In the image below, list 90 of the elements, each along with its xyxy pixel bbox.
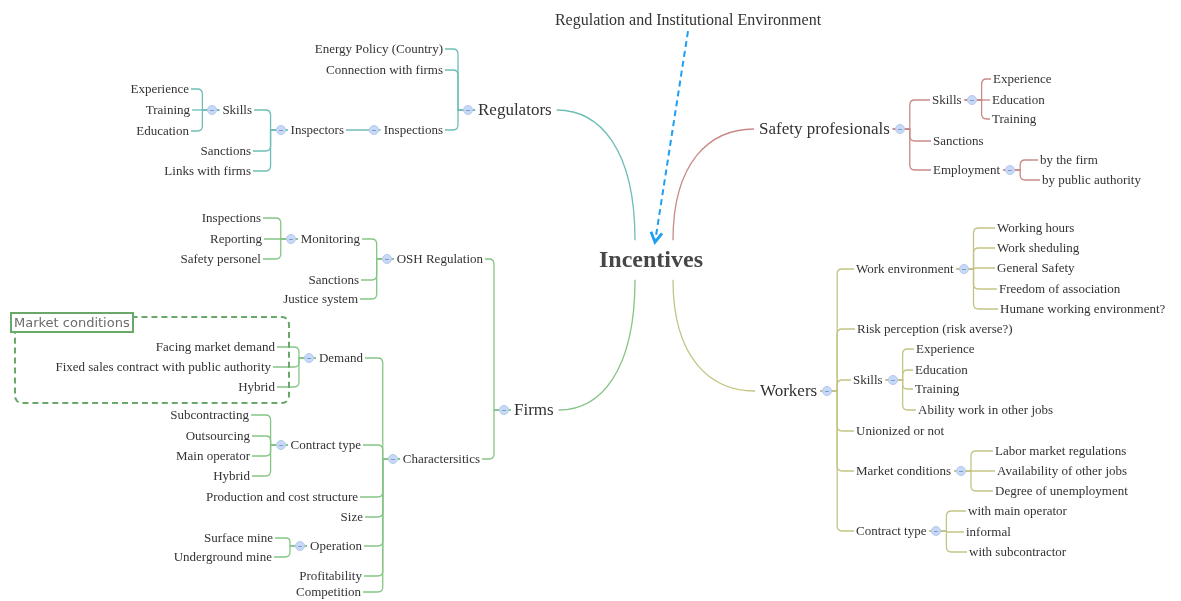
subtopic: with subcontractor (969, 544, 1067, 560)
subtopic: Inspections (383, 122, 443, 138)
subtopic: Employment (933, 162, 1001, 178)
subtopic: Training (145, 102, 190, 118)
subtopic: informal (966, 524, 1011, 540)
subtopic: Inspections (201, 210, 261, 226)
branch-line (345, 129, 382, 131)
subtopic: Experience (916, 341, 975, 357)
subtopic: Freedom of association (999, 281, 1121, 297)
branch-line (276, 357, 317, 388)
subtopic: Facing market demand (155, 339, 275, 355)
subtopic: Availability of other jobs (997, 463, 1128, 479)
subtopic: Contract type (290, 437, 361, 453)
subtopic: Production and cost structure (206, 489, 358, 505)
subtopic: Skills (932, 92, 962, 108)
subtopic: Education (992, 92, 1045, 108)
subtopic: Justice system (283, 291, 358, 307)
subtopic: Charactersitics (402, 451, 480, 467)
subtopic: Fixed sales contract with public authority (55, 359, 271, 375)
main-topic: Regulators (478, 100, 552, 120)
main-topic: Workers (760, 381, 818, 401)
subtopic: Energy Policy (Country) (314, 41, 443, 57)
subtopic: Education (915, 362, 968, 378)
subtopic: Sanctions (200, 143, 251, 159)
group-heading: Market conditions (10, 312, 134, 333)
subtopic: Operation (310, 538, 362, 554)
subtopic: Inspectors (290, 122, 344, 138)
subtopic: by the firm (1040, 152, 1098, 168)
subtopic: Sanctions (308, 272, 359, 288)
branch-line (444, 109, 476, 131)
subtopic: Outsourcing (185, 428, 250, 444)
branch-line (359, 258, 395, 300)
annotation-text: Regulation and Institutional Environment (554, 10, 822, 30)
subtopic: Unionized or not (856, 423, 945, 439)
branch-line (1002, 169, 1041, 181)
subtopic: Training (992, 111, 1037, 127)
subtopic: Links with firms (164, 163, 251, 179)
subtopic: Labor market regulations (995, 443, 1127, 459)
branch-line (252, 129, 289, 172)
subtopic: Subcontracting (170, 407, 249, 423)
subtopic: Working hours (997, 220, 1075, 236)
subtopic: Education (136, 123, 189, 139)
subtopic: Connection with firms (326, 62, 443, 78)
subtopic: General Safety (997, 260, 1075, 276)
branch-line (955, 268, 999, 310)
subtopic: Skills (222, 102, 252, 118)
branch-line (556, 109, 636, 241)
branch-line (928, 530, 968, 553)
subtopic: Surface mine (204, 530, 273, 546)
main-topic: Firms (514, 400, 554, 420)
subtopic: Underground mine (173, 549, 272, 565)
subtopic: Experience (993, 71, 1052, 87)
subtopic: Demand (318, 350, 363, 366)
subtopic: Training (915, 381, 960, 397)
subtopic: Sanctions (933, 133, 984, 149)
subtopic: Safety personel (180, 251, 261, 267)
branch-line (558, 279, 636, 411)
subtopic: Profitability (299, 568, 362, 584)
subtopic: Experience (130, 81, 189, 97)
subtopic: by public authority (1042, 172, 1141, 188)
branch-line (251, 444, 289, 477)
branch-line (190, 109, 221, 132)
subtopic: Market conditions (856, 463, 951, 479)
central-topic: Incentives (599, 246, 703, 274)
subtopic: Main operator (176, 448, 250, 464)
subtopic: Hybrid (238, 379, 275, 395)
subtopic: Size (340, 509, 363, 525)
branch-line (672, 128, 755, 241)
subtopic: Risk perception (risk averse?) (857, 321, 1013, 337)
dashed-arrow (649, 30, 689, 244)
branch-line (672, 279, 756, 392)
branch-line (885, 379, 917, 411)
subtopic: with main operator (968, 503, 1067, 519)
branch-line (892, 128, 932, 171)
subtopic: Contract type (856, 523, 927, 539)
branch-line (273, 545, 308, 558)
subtopic: Ability work in other jobs (918, 402, 1054, 418)
subtopic: Work sheduling (997, 240, 1080, 256)
subtopic: Competition (296, 584, 361, 600)
subtopic: Reporting (210, 231, 262, 247)
main-topic: Safety profesionals (759, 119, 890, 139)
subtopic: Degree of unemployment (995, 483, 1128, 499)
subtopic: Skills (853, 372, 883, 388)
subtopic: Humane working environment? (1000, 301, 1166, 317)
subtopic: OSH Regulation (396, 251, 483, 267)
subtopic: Hybrid (213, 468, 250, 484)
branch-line (964, 99, 991, 120)
subtopic: Work environment (856, 261, 954, 277)
subtopic: Monitoring (300, 231, 360, 247)
branch-line (262, 238, 299, 260)
